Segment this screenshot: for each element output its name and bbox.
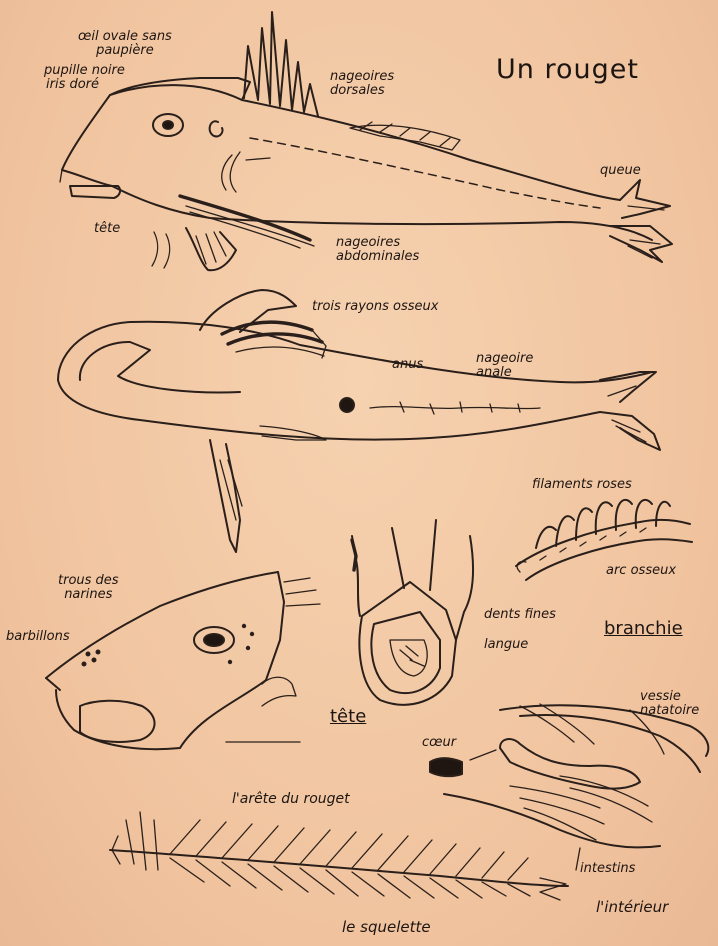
label-interieur: l'intérieur <box>596 900 668 916</box>
label-branchie: branchie <box>604 620 683 639</box>
label-intestins: intestins <box>580 862 635 876</box>
label-squelette: le squelette <box>342 920 431 936</box>
label-rayons: trois rayons osseux <box>312 300 438 314</box>
label-pupille: pupille noire <box>44 64 125 78</box>
label-dorsales: nageoires dorsales <box>330 70 394 97</box>
label-dents: dents fines <box>484 608 556 622</box>
label-narines: trous des narines <box>58 574 119 601</box>
diagram-title: Un rouget <box>496 56 639 84</box>
label-langue: langue <box>484 638 528 652</box>
fish-interior-sketch <box>430 704 708 870</box>
rouget-second-view <box>58 290 660 552</box>
open-mouth-sketch <box>352 520 473 705</box>
label-arc: arc osseux <box>606 564 676 578</box>
label-tete-mid: tête <box>330 708 366 727</box>
label-barbillons: barbillons <box>6 630 70 644</box>
fish-skeleton-sketch <box>110 812 568 900</box>
label-anus: anus <box>392 358 423 372</box>
label-coeur: cœur <box>422 736 456 750</box>
label-queue: queue <box>600 164 641 178</box>
label-arete: l'arête du rouget <box>232 792 350 807</box>
label-filaments: filaments roses <box>532 478 632 492</box>
label-tete-top: tête <box>94 222 120 236</box>
label-iris: iris doré <box>46 78 99 92</box>
label-abdominales: nageoires abdominales <box>336 236 419 263</box>
label-anale: nageoire anale <box>476 352 533 379</box>
label-oeil: œil ovale sans paupière <box>78 30 172 57</box>
label-vessie: vessie natatoire <box>640 690 699 717</box>
